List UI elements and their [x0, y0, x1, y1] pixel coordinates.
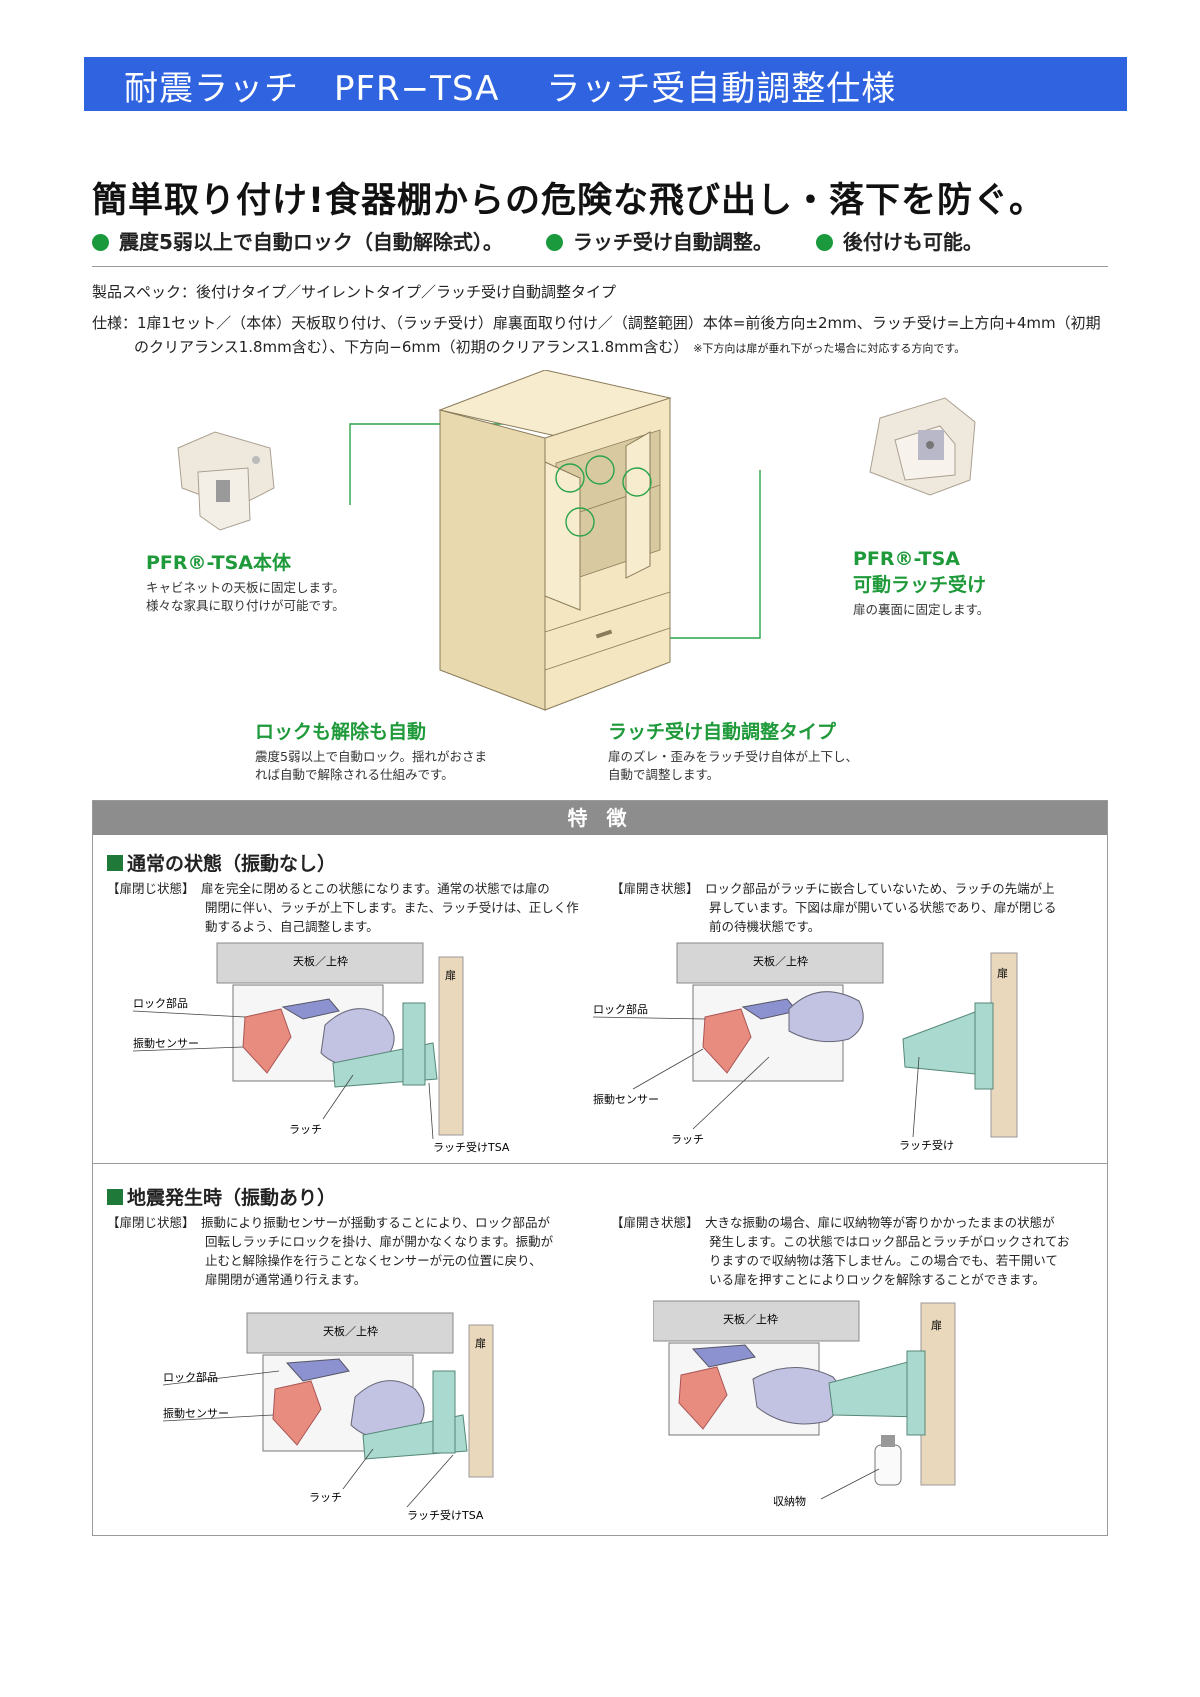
label-sensor: 振動センサー [133, 1036, 199, 1050]
svg-text:ラッチ: ラッチ [671, 1133, 704, 1146]
bullet-dot-icon [92, 234, 109, 251]
page-title: 耐震ラッチ PFR−TSA ラッチ受自動調整仕様 [124, 69, 897, 109]
svg-text:扉: 扉 [475, 1337, 486, 1350]
cabinet-illustration [177, 370, 976, 711]
label-door: 扉 [445, 969, 456, 982]
pfr-body-product [177, 431, 275, 531]
diagram-normal-closed: 天板／上枠 扉 ロック部品 振動センサー ラッチ ラッチ受けTSA [133, 942, 510, 1154]
svg-text:天板／上枠: 天板／上枠 [323, 1324, 378, 1338]
features-header: 特 徴 [93, 801, 1107, 835]
bullet-item: 震度5弱以上で自動ロック（自動解除式）。 [92, 226, 503, 255]
normal-closed-text: 【扉閉じ状態】扉を完全に閉めるとこの状態になります。通常の状態では扉の 開閉に伴… [107, 881, 579, 934]
quake-closed-text: 【扉閉じ状態】振動により振動センサーが揺動することにより、ロック部品が 回転しラ… [107, 1215, 554, 1287]
svg-text:ラッチ: ラッチ [309, 1491, 342, 1504]
bullet-dot-icon [815, 234, 833, 251]
diagram-normal-open: 天板／上枠 扉 ロック部品 振動センサー ラッチ ラッチ受け [592, 942, 1018, 1152]
divider [92, 266, 1108, 267]
svg-text:扉: 扉 [997, 967, 1008, 980]
feature-bullets: 震度5弱以上で自動ロック（自動解除式）。 ラッチ受け自動調整。 後付けも可能。 [92, 226, 1019, 255]
section-divider [93, 1163, 1107, 1164]
square-bullet-icon [107, 1189, 123, 1205]
svg-text:振動センサー: 振動センサー [163, 1406, 229, 1420]
spec-details: 仕様：1扉1セット／（本体）天板取り付け、（ラッチ受け）扉裏面取り付け／（調整範… [92, 314, 1101, 356]
quake-open-text: 【扉開き状態】大きな振動の場合、扉に収納物等が寄りかかったままの状態が 発生しま… [611, 1215, 1070, 1287]
callout-pfr-body: PFR®-TSA本体 キャビネットの天板に固定します。 様々な家具に取り付けが可… [146, 552, 345, 613]
spec-line: 製品スペック：後付けタイプ／サイレントタイプ／ラッチ受け自動調整タイプ [92, 283, 616, 301]
label-top: 天板／上枠 [293, 954, 348, 968]
quake-state-title: 地震発生時（振動あり） [107, 1183, 336, 1210]
label-latch: ラッチ [289, 1123, 322, 1136]
diagram-quake-closed: 天板／上枠 扉 ロック部品 振動センサー ラッチ ラッチ受けTSA [163, 1312, 494, 1522]
callout-pfr-catch: PFR®-TSA 可動ラッチ受け 扉の裏面に固定します。 [853, 548, 990, 617]
bullet-dot-icon [545, 234, 563, 251]
svg-text:扉: 扉 [931, 1319, 942, 1332]
normal-state-title: 通常の状態（振動なし） [107, 849, 336, 876]
pfr-catch-product [869, 397, 976, 496]
headline: 簡単取り付け!食器棚からの危険な飛び出し・落下を防ぐ。 [92, 181, 1045, 221]
bullet-item: 後付けも可能。 [815, 226, 983, 255]
svg-text:天板／上枠: 天板／上枠 [723, 1312, 778, 1326]
callout-auto-adjust: ラッチ受け自動調整タイプ 扉のズレ・歪みをラッチ受け自体が上下し、 自動で調整し… [608, 721, 859, 782]
bullet-item: ラッチ受け自動調整。 [545, 226, 773, 255]
svg-text:天板／上枠: 天板／上枠 [753, 954, 808, 968]
normal-open-text: 【扉開き状態】ロック部品がラッチに嵌合していないため、ラッチの先端が上 昇してい… [611, 881, 1057, 934]
label-catch-tsa: ラッチ受けTSA [433, 1141, 510, 1154]
svg-text:振動センサー: 振動センサー [593, 1092, 659, 1106]
label-lock: ロック部品 [133, 996, 188, 1010]
svg-text:ラッチ受けTSA: ラッチ受けTSA [407, 1509, 484, 1522]
svg-text:ロック部品: ロック部品 [593, 1002, 648, 1016]
svg-text:ロック部品: ロック部品 [163, 1370, 218, 1384]
callout-auto-lock: ロックも解除も自動 震度5弱以上で自動ロック。揺れがおさま れば自動で解除される… [255, 721, 487, 782]
square-bullet-icon [107, 855, 123, 871]
label-catch: ラッチ受け [899, 1139, 954, 1152]
label-storage: 収納物 [773, 1494, 806, 1508]
title-banner: 耐震ラッチ PFR−TSA ラッチ受自動調整仕様 [84, 57, 1127, 111]
diagram-quake-open: 天板／上枠 扉 収納物 [653, 1300, 956, 1508]
features-section: 特 徴 通常の状態（振動なし） 【扉閉じ状態】扉を完全に閉めるとこの状態になりま… [92, 800, 1108, 1536]
